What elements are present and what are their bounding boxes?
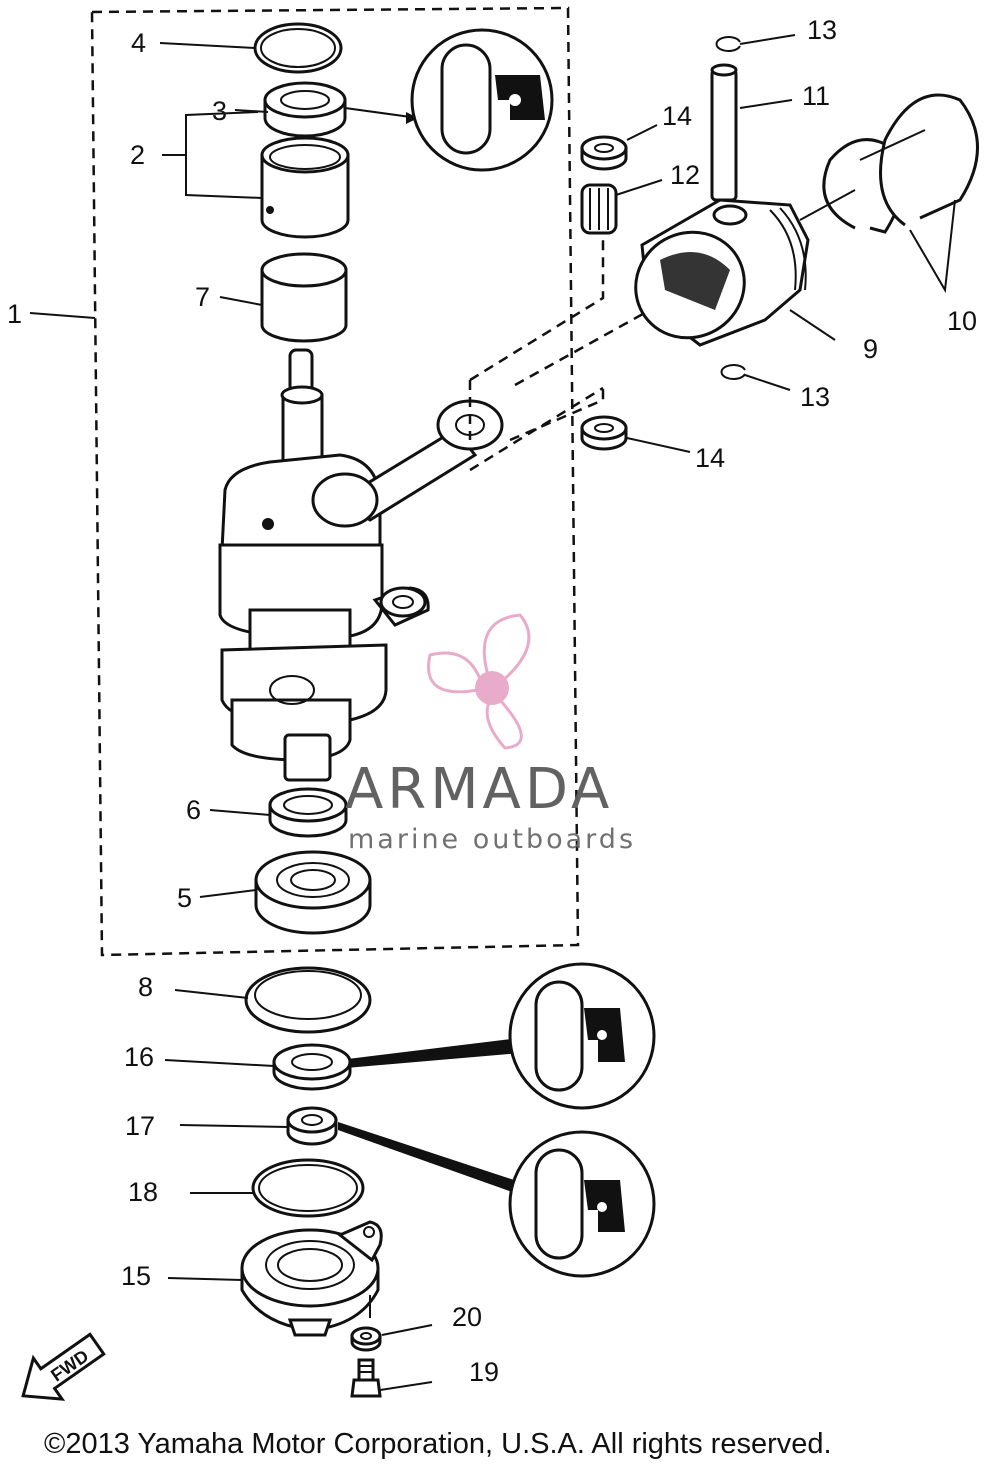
part-16-seal — [272, 1043, 352, 1091]
leader-1 — [29, 312, 96, 319]
leader-13a — [739, 34, 796, 45]
callout-2: 2 — [130, 140, 145, 170]
leader-4 — [159, 42, 256, 49]
part-14-washer-bottom — [580, 415, 628, 451]
part-11-piston-pin — [710, 63, 738, 202]
part-13-clip-top — [715, 36, 741, 52]
leader-7 — [219, 296, 263, 306]
part-6-bearing — [268, 787, 348, 838]
part-20-washer — [350, 1326, 382, 1352]
part-4-oring — [253, 22, 343, 74]
callout-18: 18 — [128, 1177, 158, 1207]
part-19-bolt — [350, 1358, 382, 1398]
part-15-housing — [240, 1220, 383, 1337]
leader-5 — [199, 889, 257, 898]
part-8-ring — [244, 966, 372, 1034]
crankshaft — [218, 348, 430, 782]
part-9-piston — [634, 198, 810, 347]
detail-circle-bottom — [508, 1130, 656, 1278]
leader-11 — [739, 99, 793, 109]
callout-14-top: 14 — [662, 101, 692, 131]
part-10-piston-rings — [822, 93, 979, 234]
part-12-needle-bearing — [580, 183, 618, 235]
part-2-bearing — [260, 136, 350, 239]
part-5-ball-bearing — [254, 850, 372, 935]
callout-15: 15 — [121, 1261, 151, 1291]
part-3-oil-seal — [263, 81, 347, 138]
leader-12 — [615, 179, 663, 196]
detail-circle-middle — [508, 962, 656, 1110]
leader-9 — [789, 309, 836, 341]
callout-8: 8 — [138, 972, 153, 1002]
leader-6 — [209, 809, 271, 816]
watermark-name: ARMADA — [345, 757, 613, 822]
watermark-tagline: marine outboards — [348, 824, 636, 855]
callout-11: 11 — [802, 81, 830, 111]
leader-14a — [626, 124, 658, 141]
callout-13-top: 13 — [807, 15, 837, 45]
part-13-clip-bottom — [720, 364, 746, 380]
callout-20: 20 — [452, 1302, 482, 1332]
leader-20 — [381, 1324, 433, 1336]
callout-10: 10 — [947, 306, 977, 336]
propeller-logo-icon — [427, 613, 531, 750]
callout-5: 5 — [177, 883, 192, 913]
leader-16 — [164, 1059, 275, 1067]
rod-guide-lines — [468, 230, 696, 472]
callout-19: 19 — [469, 1357, 499, 1387]
callout-1: 1 — [7, 299, 22, 329]
leader-2-bracket — [162, 111, 263, 199]
leader-13b — [744, 374, 791, 391]
detail-circle-top — [410, 28, 554, 172]
callout-16: 16 — [124, 1042, 154, 1072]
callout-12: 12 — [670, 160, 700, 190]
callout-3: 3 — [212, 96, 227, 126]
leader-14b — [626, 437, 691, 453]
callout-14-bottom: 14 — [695, 443, 725, 473]
callout-7: 7 — [195, 282, 210, 312]
callout-13-bottom: 13 — [800, 382, 830, 412]
callout-9: 9 — [863, 334, 878, 364]
leader-19 — [379, 1381, 433, 1391]
connecting-rod — [311, 399, 504, 528]
part-17-small-seal — [286, 1106, 338, 1146]
part-14-washer-top — [580, 135, 628, 171]
part-18-oring — [251, 1158, 365, 1218]
copyright-notice: ©2013 Yamaha Motor Corporation, U.S.A. A… — [44, 1428, 832, 1460]
callout-17: 17 — [125, 1111, 155, 1141]
leader-3 — [234, 109, 269, 113]
callout-4: 4 — [131, 28, 146, 58]
leader-17 — [179, 1124, 289, 1128]
armada-watermark: ARMADA marine outboards — [345, 613, 636, 855]
part-7-sleeve — [260, 252, 348, 343]
leader-10 — [909, 199, 956, 294]
leader-8 — [174, 989, 249, 999]
leader-15 — [167, 1277, 243, 1281]
assembly-box-1 — [90, 6, 580, 957]
fwd-arrow-icon: FWD — [21, 1332, 106, 1401]
callout-6: 6 — [186, 795, 201, 825]
